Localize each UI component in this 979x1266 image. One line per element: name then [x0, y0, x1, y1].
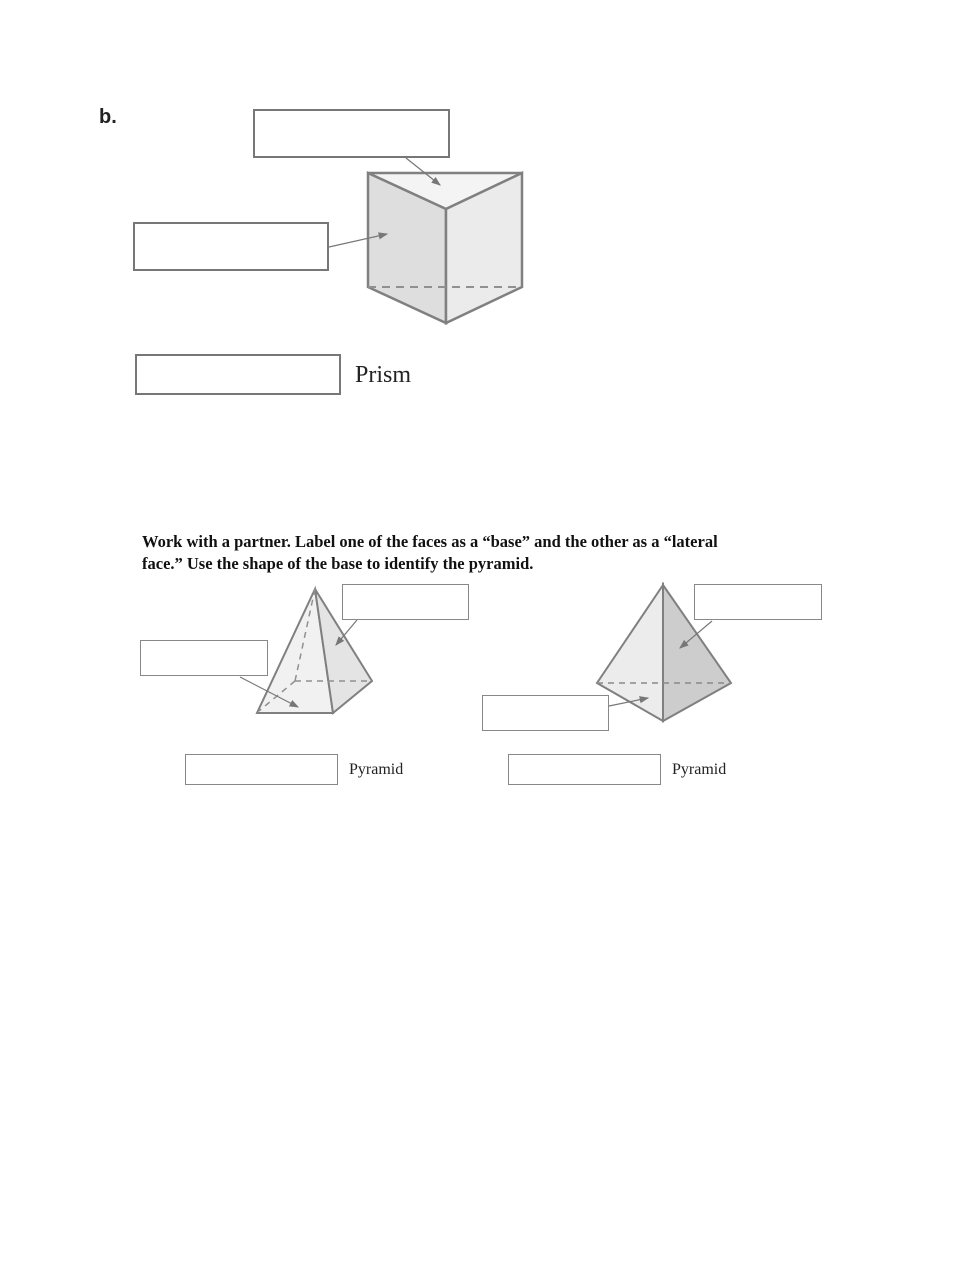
pyramid-right-face [314, 588, 374, 715]
arrow-right-pyramid-top [679, 620, 713, 649]
right-pyramid-type-box[interactable] [508, 754, 661, 785]
arrow-to-prism-base [405, 157, 441, 186]
question-label: b. [99, 106, 117, 128]
left-pyramid-type-box[interactable] [185, 754, 338, 785]
prism-type-suffix: Prism [355, 362, 412, 388]
arrow-to-prism-lateral [328, 232, 389, 248]
arrow-left-pyramid-left [239, 676, 300, 708]
triangular-pyramid-figure [595, 581, 733, 723]
square-pyramid-figure [239, 585, 374, 715]
arrow-right-pyramid-bottom [608, 696, 650, 707]
triangular-prism-figure [328, 157, 524, 325]
prism-right-face [444, 171, 524, 325]
prism-base-label-box[interactable] [253, 109, 450, 158]
instructions: Work with a partner. Label one of the fa… [142, 532, 718, 573]
left-pyramid-type-suffix: Pyramid [349, 761, 404, 778]
right-pyramid-bottom-label-box[interactable] [482, 695, 609, 731]
right-pyramid-top-label-box[interactable] [694, 584, 822, 620]
left-pyramid-left-label-box[interactable] [140, 640, 268, 676]
prism-lateral-label-box[interactable] [133, 222, 329, 271]
left-pyramid-top-label-box[interactable] [342, 584, 469, 620]
arrow-left-pyramid-top [335, 619, 358, 646]
prism-type-box[interactable] [135, 354, 341, 395]
right-pyramid-type-suffix: Pyramid [672, 761, 727, 778]
